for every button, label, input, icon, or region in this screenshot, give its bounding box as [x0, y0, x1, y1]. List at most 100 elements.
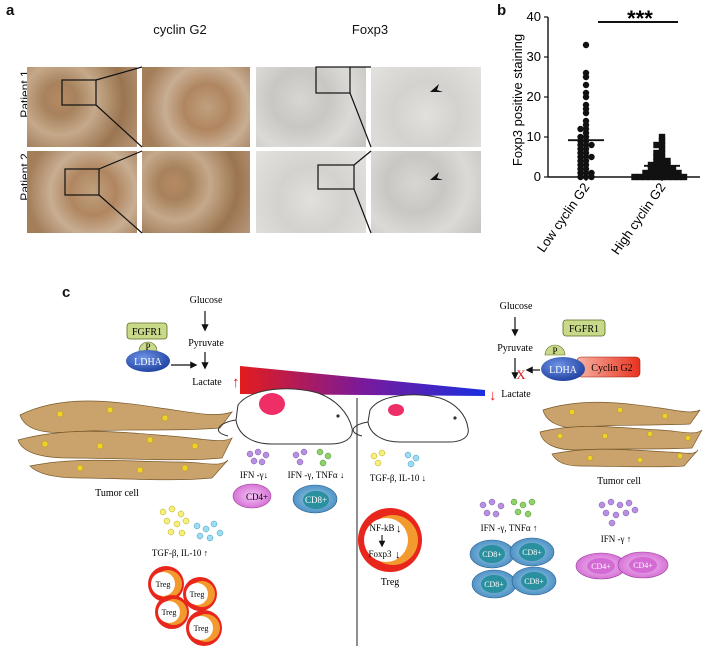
chart-data-point — [631, 173, 638, 181]
micrograph-p1-foxp3-low — [256, 67, 366, 147]
chart-data-point — [588, 141, 595, 149]
chart-data-point — [636, 173, 644, 181]
panel-b-letter: b — [497, 2, 507, 19]
col-header-cyclin-g2: cyclin G2 — [153, 22, 207, 37]
right-cd4-cytokine-dots — [598, 498, 639, 527]
right-ldha-label: LDHA — [549, 365, 578, 376]
left-fgfr1-box — [126, 322, 168, 340]
right-foxp3-label: Foxp3 — [368, 549, 392, 559]
chart-data-point — [675, 173, 682, 181]
chart-data-point — [582, 173, 590, 181]
left-cd8-cytokine-dots — [292, 448, 332, 467]
chart-data-point — [653, 149, 660, 157]
left-treg-label-2: Treg — [162, 608, 177, 617]
left-cd4-cytokine-label: IFN -γ↓ — [240, 470, 268, 480]
chart-data-point — [582, 109, 590, 117]
chart-data-point — [582, 41, 590, 49]
right-ldha-ellipse — [541, 357, 585, 381]
left-cd8-label: CD8+ — [305, 495, 327, 505]
left-phospho-label: P — [145, 342, 150, 352]
chart-data-point — [664, 157, 671, 165]
left-tumor-cells — [17, 400, 233, 481]
right-cd8-label-3: CD8+ — [484, 580, 504, 589]
micrograph-p2-foxp3-zoom — [371, 151, 481, 233]
chart-data-point — [582, 93, 590, 101]
left-treg-label-4: Treg — [194, 624, 209, 633]
chart-data-point — [658, 153, 666, 161]
chart-data-point — [658, 145, 666, 153]
zoom-callout-overlay — [61, 66, 443, 234]
right-fgfr1-label: FGFR1 — [569, 324, 599, 335]
left-treg-label-1: Treg — [156, 580, 171, 589]
chart-data-point — [664, 165, 671, 173]
left-cd8-cytokine-label: IFN -γ, TNFα ↓ — [288, 470, 345, 480]
col-header-foxp3: Foxp3 — [351, 22, 389, 37]
left-cd4-cytokine-dots — [246, 448, 270, 466]
chart-data-point — [664, 173, 671, 181]
micrograph-p1-foxp3-zoom — [371, 67, 481, 147]
right-mouse-icon — [352, 394, 469, 443]
right-cd8-label-1: CD8+ — [482, 550, 502, 559]
right-cd4-cytokine-label: IFN -γ ↑ — [601, 534, 631, 544]
right-treg-cell — [358, 508, 422, 572]
left-pyruvate-label: Pyruvate — [188, 338, 224, 349]
chart-y-tick-label: 10 — [527, 129, 541, 144]
chart-data-point — [658, 157, 666, 165]
chart-data-point — [669, 169, 677, 177]
right-cd8-cytokine-label: IFN -γ, TNFα ↑ — [481, 523, 538, 533]
right-tumor-cells — [539, 401, 703, 468]
left-cd4-label: CD4+ — [246, 492, 268, 502]
chart-y-tick-label: 30 — [527, 49, 541, 64]
chart-y-tick-label: 0 — [534, 169, 541, 184]
right-cd8-label-2: CD8+ — [522, 548, 542, 557]
left-treg-label-3: Treg — [190, 590, 205, 599]
micrograph-p1-cyclin-zoom — [142, 67, 250, 147]
right-cd4-cells — [575, 551, 669, 580]
chart-y-tick-label: 40 — [527, 9, 541, 24]
right-nfkb-label: NF-kB — [369, 523, 394, 533]
significance-stars: *** — [627, 6, 653, 31]
right-cd8-cells — [469, 537, 557, 599]
chart-y-tick-label: 20 — [527, 89, 541, 104]
chart-data-point — [647, 173, 655, 181]
chart-data-point — [653, 141, 660, 149]
right-cyclin-g2-label: Cyclin G2 — [591, 363, 632, 374]
chart-data-point — [669, 165, 677, 173]
right-lactate-label: Lactate — [501, 389, 531, 400]
left-cd8-nucleus — [303, 491, 329, 509]
chart-data-point — [664, 169, 671, 177]
left-phospho-cap — [138, 341, 158, 352]
chart-data-point — [653, 157, 660, 165]
chart-data-point — [653, 165, 660, 173]
chart-data-point — [653, 169, 660, 177]
chart-data-point — [647, 169, 655, 177]
chart-data-point — [642, 173, 649, 181]
left-lactate-up-arrow: ↑ — [232, 375, 240, 391]
panel-c-letter: c — [62, 284, 71, 301]
right-phospho-label: P — [552, 346, 557, 356]
chart-data-point — [669, 173, 677, 181]
micrograph-p2-cyclin-zoom — [142, 151, 250, 233]
right-phospho-cap — [544, 344, 566, 356]
panel-a-letter: a — [6, 2, 15, 19]
left-treg-cells — [148, 566, 222, 646]
right-treg-label: Treg — [381, 577, 400, 588]
chart-y-axis-label: Foxp3 positive staining — [510, 34, 525, 166]
left-tumor-cell-label: Tumor cell — [95, 488, 139, 499]
right-treg-cytokine-label: TGF-β, IL-10 ↓ — [370, 473, 426, 483]
chart-data-point — [577, 125, 584, 133]
chart-data-point — [653, 153, 660, 161]
left-cd4-cell — [232, 483, 272, 509]
right-foxp3-down-arrow: ↓ — [395, 549, 401, 561]
right-block-mark: X — [516, 367, 526, 382]
right-cd8-label-4: CD8+ — [524, 577, 544, 586]
chart-data-point — [658, 173, 666, 181]
chart-data-point — [642, 169, 649, 177]
chart-data-point — [647, 165, 655, 173]
right-glucose-label: Glucose — [500, 301, 533, 312]
chart-data-point — [588, 153, 595, 161]
right-nfkb-down-arrow: ↓ — [396, 523, 402, 535]
chart-data-point — [577, 173, 584, 181]
